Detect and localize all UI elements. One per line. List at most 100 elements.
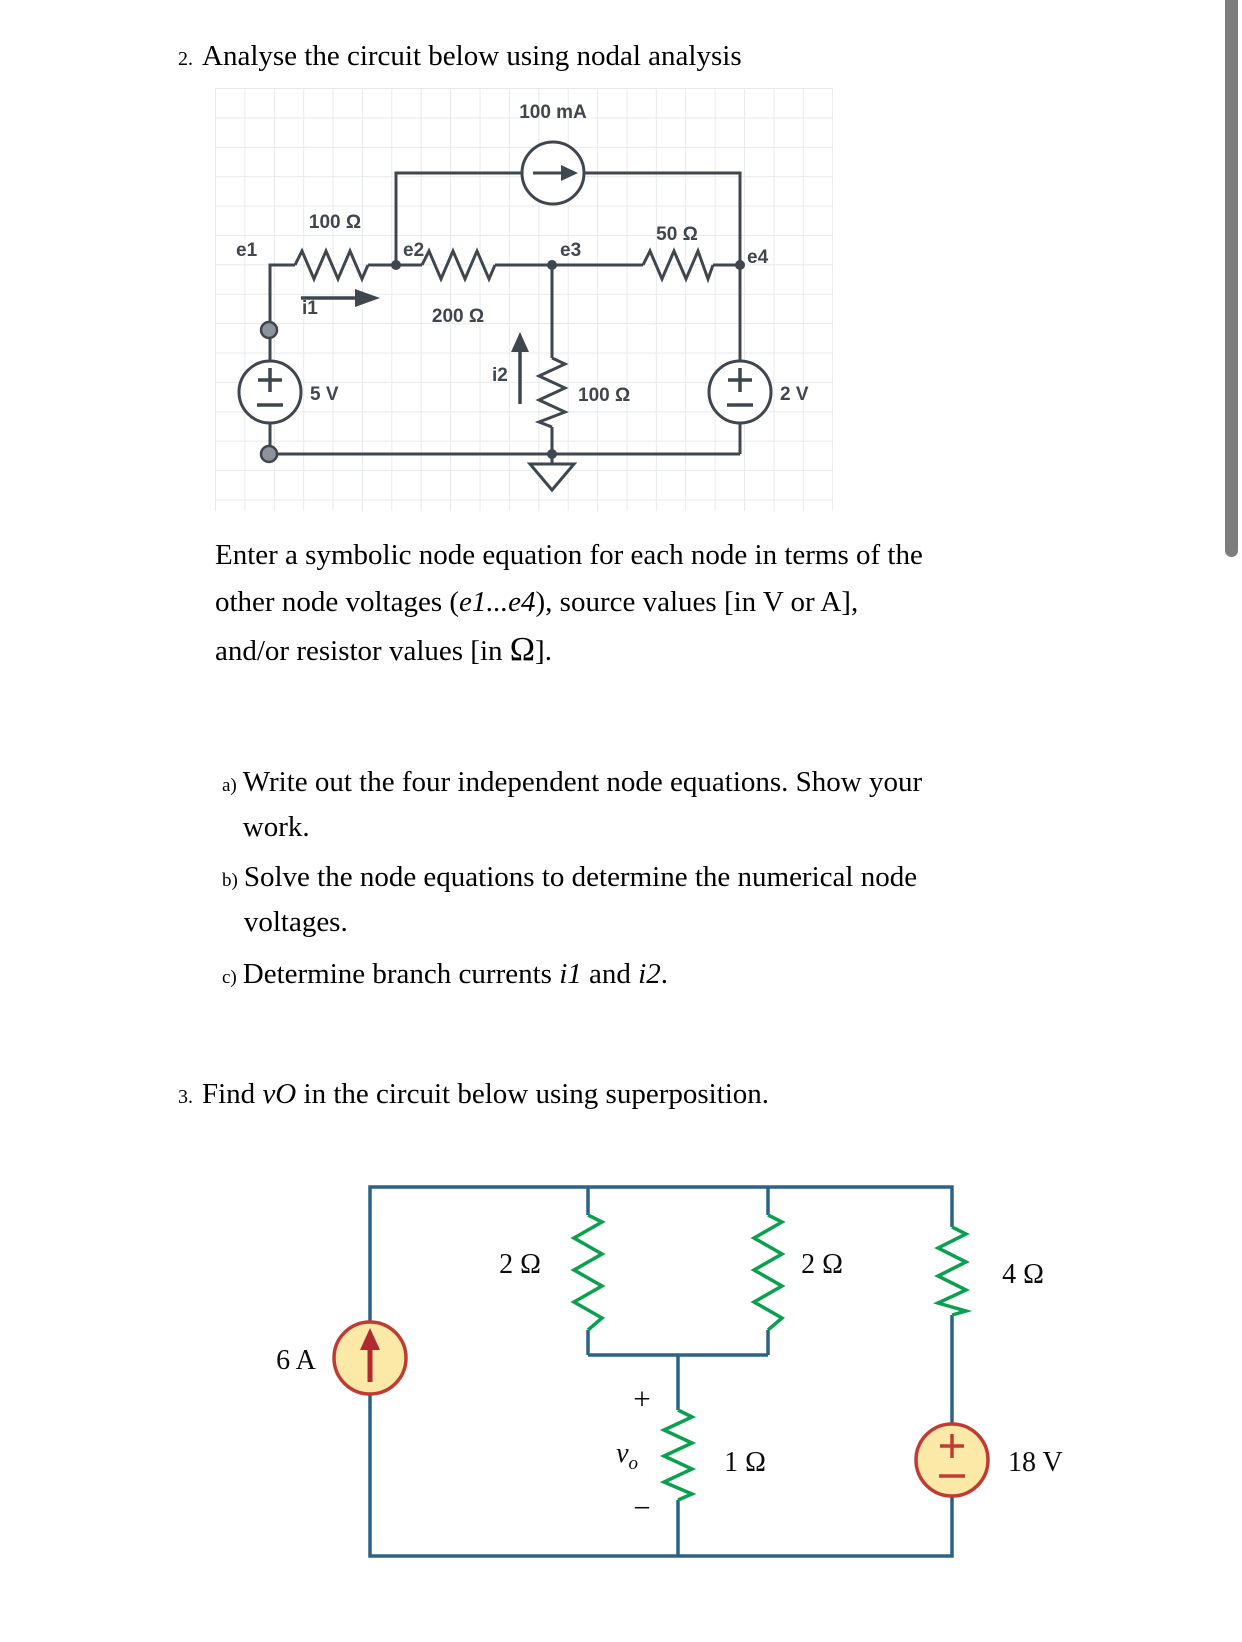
voltage-source-icon	[237, 359, 303, 425]
label-100mA: 100 mA	[519, 102, 587, 123]
problem2-number: 2.	[178, 48, 193, 70]
label-i2: i2	[492, 365, 508, 386]
wire	[394, 171, 742, 265]
label-1ohm: 1 Ω	[724, 1447, 766, 1478]
label-vo: vo	[616, 1438, 638, 1474]
arrow-head	[561, 165, 578, 181]
wire	[368, 1394, 954, 1558]
item-a-line1: Write out the four independent node equa…	[242, 766, 923, 798]
label-18V: 18 V	[1008, 1447, 1063, 1478]
item-c-post: .	[660, 958, 668, 990]
resistor-icon	[570, 1213, 606, 1332]
item-b-text: Solve the node equations to determine th…	[244, 855, 917, 945]
wire	[588, 1353, 768, 1556]
resistor-icon	[659, 1408, 697, 1502]
junction-dots	[391, 260, 745, 459]
label-6A: 6 A	[276, 1345, 316, 1376]
voltage-source-icon	[914, 1422, 990, 1498]
line3-post: ].	[535, 635, 552, 667]
node-dot	[735, 260, 745, 270]
line3-omega: Ω	[509, 631, 536, 668]
item-c-i1: i1	[559, 958, 582, 990]
item-a-label: a)	[222, 775, 237, 796]
label-200ohm: 200 Ω	[432, 306, 484, 327]
label-2ohm-2: 2 Ω	[801, 1249, 843, 1280]
label-e3: e3	[560, 240, 581, 261]
node-dot	[547, 449, 557, 459]
h3-em: vO	[262, 1078, 297, 1110]
resistor-icon	[750, 1213, 786, 1332]
item-c-pre: Determine branch currents	[242, 958, 560, 990]
problem2-title-text: Analyse the circuit below using nodal an…	[202, 40, 742, 72]
node-dot	[391, 260, 401, 270]
vo-plus-sign: +	[633, 1381, 650, 1416]
label-4ohm: 4 Ω	[1002, 1259, 1044, 1290]
resistor-icon	[933, 1225, 973, 1317]
instructions-line1: Enter a symbolic node equation for each …	[215, 539, 923, 571]
vo-v: v	[616, 1438, 629, 1469]
resistor-icon	[641, 246, 715, 284]
wire	[368, 1185, 954, 1322]
item-c-text: Determine branch currents i1 and i2.	[243, 952, 668, 997]
label-100ohm-vert: 100 Ω	[578, 385, 630, 406]
label-100ohm: 100 Ω	[309, 212, 361, 233]
item-a-line2: work.	[242, 811, 310, 843]
label-50ohm: 50 Ω	[656, 224, 698, 245]
ground-triangle	[526, 462, 578, 493]
resistor-icon	[534, 356, 569, 429]
instructions-line2: other node voltages (e1...e4), source va…	[215, 579, 923, 626]
circuit2-wires	[368, 1185, 954, 1558]
problem2-instructions: Enter a symbolic node equation for each …	[215, 532, 923, 675]
problem3-number: 3.	[178, 1086, 193, 1108]
label-5V: 5 V	[310, 384, 339, 405]
problem2-title: 2. Analyse the circuit below using nodal…	[178, 40, 742, 73]
circuit2-schematic: 2 Ω 2 Ω 4 Ω 1 Ω 6 A 18 V + − vo	[276, 1185, 1063, 1558]
branch-current-arrows	[301, 289, 529, 404]
arrow-head	[360, 1328, 380, 1350]
i2-arrow-head	[511, 332, 529, 352]
line3-pre: and/or resistor values [in	[215, 635, 510, 667]
item-b-line1: Solve the node equations to determine th…	[243, 861, 918, 893]
terminal-dots	[259, 320, 279, 464]
item-c-i2: i2	[638, 958, 661, 990]
label-e2: e2	[403, 240, 424, 261]
label-i1: i1	[302, 298, 318, 319]
item-c-mid: and	[581, 958, 639, 990]
item-c-label: c)	[222, 967, 237, 988]
current-source-icon	[520, 140, 586, 206]
current-source-icon	[332, 1320, 408, 1396]
label-e4: e4	[747, 247, 769, 268]
wire	[268, 263, 740, 456]
h3-post: in the circuit below using superposition…	[296, 1078, 770, 1110]
item-a-text: Write out the four independent node equa…	[243, 760, 922, 850]
ground-icon	[526, 462, 578, 493]
item-b: b) Solve the node equations to determine…	[222, 855, 917, 945]
node-dot	[547, 260, 557, 270]
line2-em: e1...e4	[459, 586, 536, 618]
item-c: c) Determine branch currents i1 and i2.	[222, 952, 668, 997]
terminal-dot	[259, 444, 279, 464]
instructions-line3: and/or resistor values [in Ω].	[215, 626, 923, 675]
label-2V: 2 V	[780, 384, 809, 405]
vo-minus-sign: −	[633, 1490, 650, 1525]
i1-arrow-head	[355, 289, 380, 307]
circuit2-resistors	[570, 1213, 973, 1502]
item-a: a) Write out the four independent node e…	[222, 760, 922, 850]
item-b-line2: voltages.	[243, 906, 348, 938]
problem3-title: 3. Find vO in the circuit below using su…	[178, 1078, 769, 1111]
item-b-label: b)	[222, 870, 238, 891]
voltage-source-icon	[707, 359, 773, 425]
label-2ohm-1: 2 Ω	[499, 1249, 541, 1280]
scrollbar-thumb[interactable]	[1225, 0, 1238, 557]
line2-pre: other node voltages (	[215, 586, 460, 618]
vo-sub: o	[629, 1453, 639, 1474]
label-e1: e1	[236, 240, 258, 261]
h3-pre: Find	[202, 1078, 263, 1110]
line2-post: ), source values [in V or A],	[535, 586, 859, 618]
problem3-title-text: Find vO in the circuit below using super…	[202, 1078, 769, 1111]
circuit1-schematic: 100 mA 100 Ω 200 Ω 50 Ω 100 Ω 5 V 2 V e1…	[236, 102, 809, 493]
terminal-dot	[259, 320, 279, 340]
voltage-source-circle	[914, 1422, 990, 1498]
resistor-icon	[293, 247, 370, 283]
